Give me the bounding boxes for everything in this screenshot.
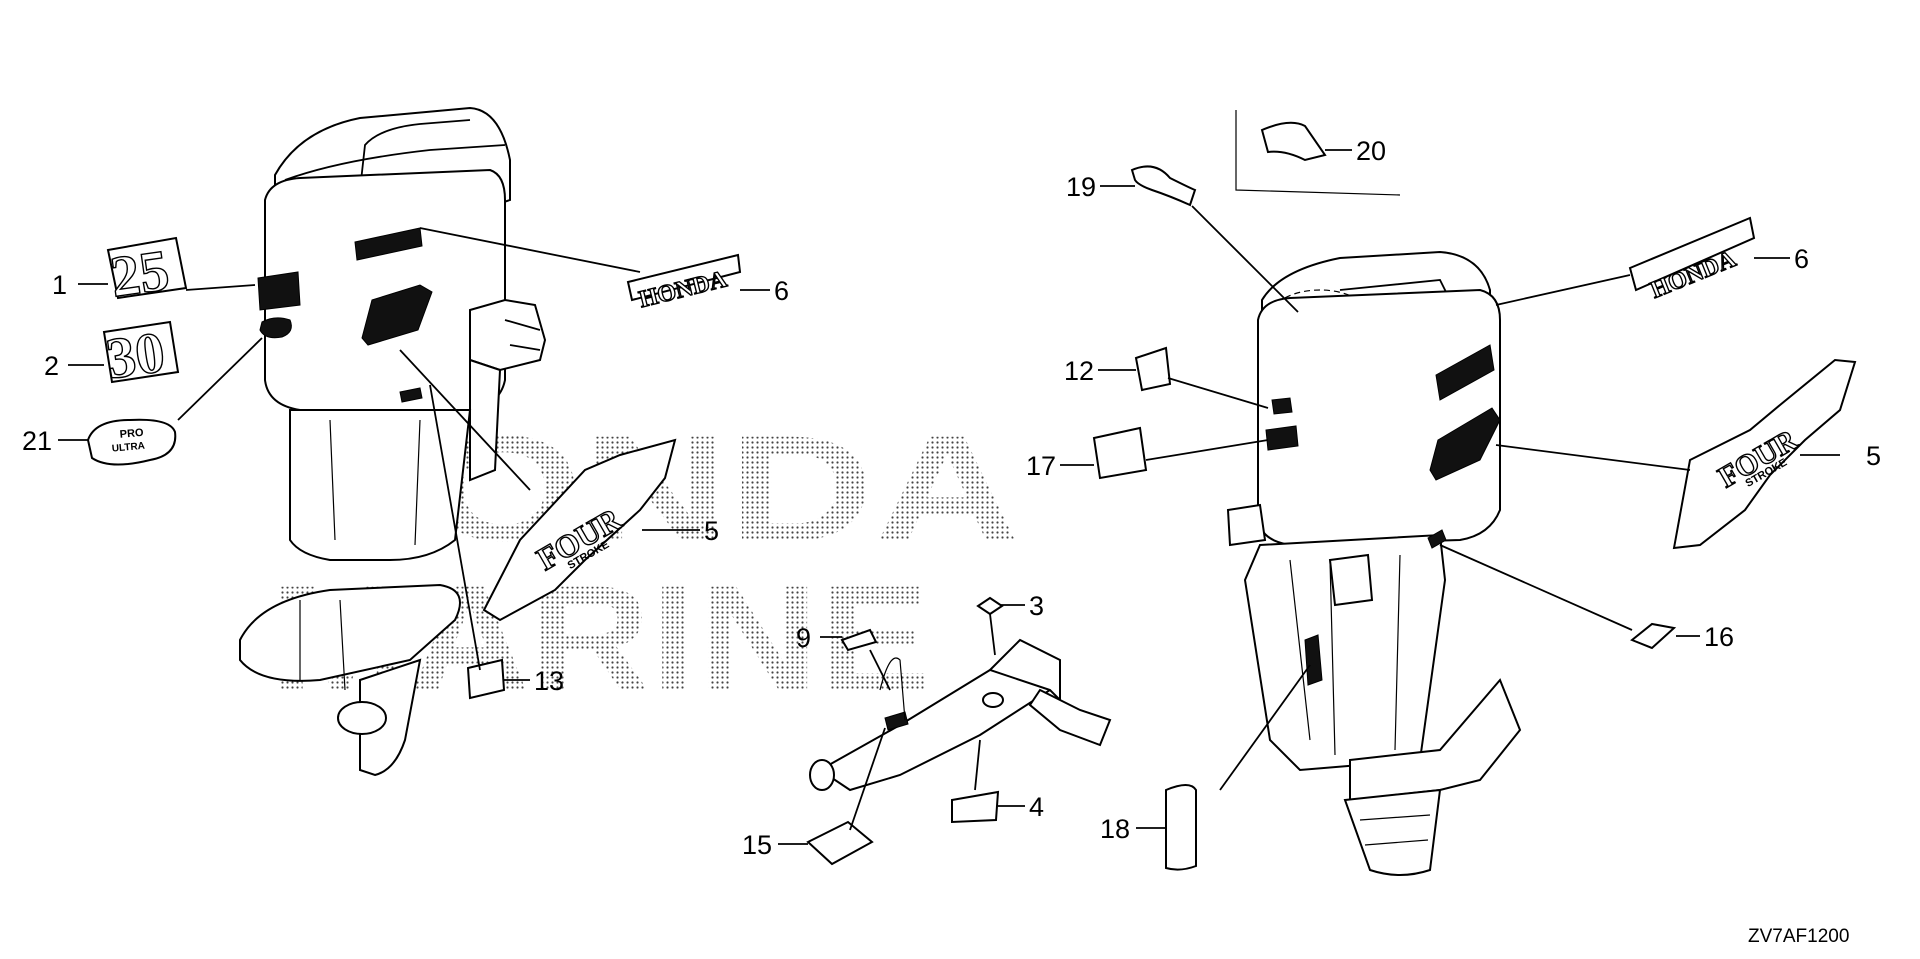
decal-15 (806, 820, 874, 866)
callout-12: 12 (1064, 356, 1094, 386)
callout-1: 1 (52, 270, 67, 300)
right-cover-four-stroke (1429, 407, 1501, 481)
callout-5-left: 5 (704, 516, 719, 546)
right-cover-honda-stripe (1435, 344, 1495, 401)
callout-6-left: 6 (774, 276, 789, 306)
decal-16 (1630, 622, 1677, 650)
callout-3: 3 (1029, 591, 1044, 621)
decal-20-bracket (1235, 110, 1401, 196)
callout-21: 21 (22, 426, 52, 456)
svg-text:25: 25 (106, 237, 172, 309)
callout-6-right: 6 (1794, 244, 1809, 274)
callout-13: 13 (534, 666, 564, 696)
decal-20 (1260, 121, 1327, 162)
decal-17 (1092, 426, 1148, 480)
svg-text:30: 30 (102, 319, 168, 391)
decal-3 (976, 596, 1004, 616)
decal-pro-ultra: PRO ULTRA (86, 418, 177, 466)
right-outboard-motor (1226, 250, 1522, 876)
callout-16: 16 (1704, 622, 1734, 652)
decal-19 (1130, 165, 1197, 207)
tiller-15-decal (884, 711, 909, 731)
left-cover-ultra-decal (259, 317, 292, 339)
left-cover-four-stroke-decal (361, 284, 433, 346)
callout-20: 20 (1356, 136, 1386, 166)
callout-9: 9 (796, 623, 811, 653)
svg-text:ULTRA: ULTRA (111, 441, 145, 455)
decal-18 (1165, 784, 1197, 871)
decal-4 (951, 790, 1000, 824)
leader-lines (58, 149, 1840, 845)
decal-13 (466, 658, 506, 700)
decal-30: 30 (101, 318, 180, 392)
right-cover-12-decal (1271, 397, 1293, 415)
decal-12 (1134, 346, 1172, 392)
callout-15: 15 (742, 830, 772, 860)
right-mid-16-decal (1427, 529, 1447, 549)
callout-17: 17 (1026, 451, 1056, 481)
left-side-13-decal (399, 387, 423, 403)
decal-25: 25 (106, 236, 188, 310)
decal-honda-left: HONDA (626, 253, 742, 314)
callout-18: 18 (1100, 814, 1130, 844)
decal-9 (840, 628, 878, 652)
tiller-handle (809, 638, 1112, 792)
callout-2: 2 (44, 351, 59, 381)
decal-honda-right: HONDA (1628, 216, 1756, 304)
right-cover-17-decal (1265, 425, 1299, 451)
callout-5-right: 5 (1866, 441, 1881, 471)
svg-text:PRO: PRO (119, 427, 144, 441)
left-outboard-motor (239, 106, 547, 777)
decal-four-stroke-right: FOUR STROKE (1672, 358, 1857, 550)
left-cover-25-decal (257, 271, 301, 311)
left-cover-honda-stripe (354, 227, 423, 261)
callout-19: 19 (1066, 172, 1096, 202)
diagram-code: ZV7AF1200 (1748, 926, 1849, 947)
callout-4: 4 (1029, 792, 1044, 822)
